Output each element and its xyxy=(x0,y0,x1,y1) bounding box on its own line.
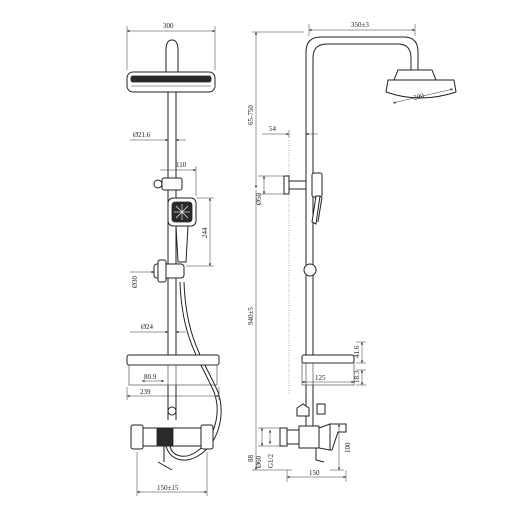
dim-pipe-diameter: Ø21.6 xyxy=(130,131,186,142)
dim-height-adjust: 65-750 xyxy=(247,31,304,188)
front-mixer xyxy=(130,424,214,471)
front-bracket xyxy=(153,177,183,191)
dim-riser-height-label: 940±5 xyxy=(247,307,255,325)
side-slide-holder xyxy=(303,263,317,277)
dim-thread-label: G1/2 xyxy=(267,454,275,469)
front-shower-head xyxy=(126,71,216,93)
front-lower-riser xyxy=(167,385,177,420)
dim-wall-offset-label: 54 xyxy=(269,125,277,133)
front-hose xyxy=(165,281,222,461)
dim-head-diameter: 200 xyxy=(392,88,454,104)
dim-height-adjust-label: 65-750 xyxy=(247,105,255,125)
dim-shelf-depth: 80.9 xyxy=(142,373,164,383)
front-view: 300 Ø21.6 xyxy=(126,22,222,496)
dim-shelf-thickness-a: 41.6 xyxy=(353,341,366,364)
dim-shelf-depth-side: 125 xyxy=(302,374,354,384)
dim-shelf-depth-side-label: 125 xyxy=(315,374,326,382)
front-riser-top xyxy=(165,39,179,72)
dim-head-width: 300 xyxy=(126,22,216,70)
dim-riser-height: 940±5 xyxy=(247,190,292,471)
dim-inlet-spacing: 150±15 xyxy=(136,452,208,496)
dim-mixer-depth-label: 150 xyxy=(309,469,320,477)
front-hand-shower xyxy=(167,197,197,263)
dim-handshower-length-label: 244 xyxy=(201,227,209,238)
dim-arm-reach: 350±3 xyxy=(308,21,416,36)
side-bracket xyxy=(283,172,323,225)
dim-mixer-height-label: 100 xyxy=(344,442,352,453)
dim-shelf-depth-label: 80.9 xyxy=(144,373,157,381)
dim-handshower-offset-label: 110 xyxy=(176,161,187,169)
front-shelf xyxy=(126,354,220,386)
dim-bar-diameter: Ø24 xyxy=(130,323,186,334)
dim-handshower-length: 244 xyxy=(186,197,214,267)
dim-shelf-width-label: 239 xyxy=(140,388,151,396)
dim-mixer-depth: 150 xyxy=(286,469,347,482)
side-mixer xyxy=(279,423,347,463)
dim-arm-reach-label: 350±3 xyxy=(351,21,369,29)
dim-holder-diameter: Ø30 xyxy=(130,270,154,288)
dim-holder-diameter-label: Ø30 xyxy=(131,275,139,288)
dim-wall-offset: 54 xyxy=(262,125,318,138)
dim-inlet-spacing-label: 150±15 xyxy=(157,484,179,492)
side-shelf xyxy=(301,354,355,386)
dim-bar-diameter-label: Ø24 xyxy=(141,323,154,331)
front-slide-holder xyxy=(153,259,185,283)
dim-pipe-diameter-label: Ø21.6 xyxy=(133,131,151,139)
side-view: 350±3 200 65-750 54 xyxy=(247,21,457,482)
dim-shelf-thickness-b: 18.3 xyxy=(353,369,366,386)
dim-flange-diameter-label: Ø60 xyxy=(255,455,263,468)
side-lower-riser xyxy=(296,385,326,426)
dim-head-width-label: 300 xyxy=(163,22,174,30)
dim-head-diameter-label: 200 xyxy=(413,92,426,102)
dim-shelf-thickness-a-label: 41.6 xyxy=(353,345,361,358)
dim-handshower-offset: 110 xyxy=(160,161,197,196)
dim-inlet-group: 88 Ø60 G1/2 xyxy=(247,427,280,469)
dim-bracket-diameter-label: Ø50 xyxy=(255,192,263,205)
side-riser xyxy=(305,36,419,355)
dim-bracket-diameter: Ø50 xyxy=(255,175,284,205)
dim-mixer-height: 100 xyxy=(330,423,352,471)
dim-shelf-width: 239 xyxy=(126,387,220,400)
dim-shelf-thickness-b-label: 18.3 xyxy=(353,370,361,383)
dim-inlet-height-label: 88 xyxy=(247,455,255,463)
